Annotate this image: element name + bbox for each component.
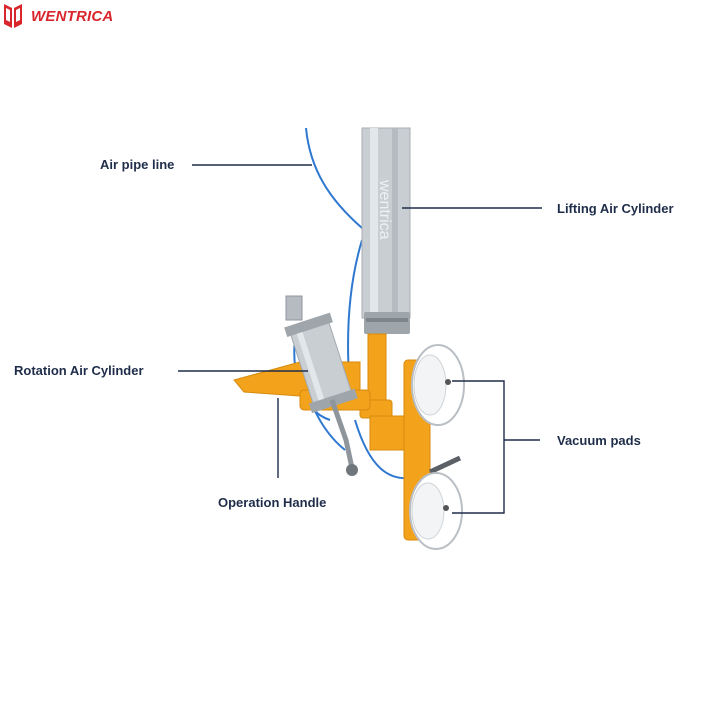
brand-name: WENTRICA	[31, 7, 114, 25]
cylinder-brand-text: wentrica	[376, 179, 393, 240]
brand-logo: WENTRICA	[2, 2, 113, 30]
label-air-pipe-line: Air pipe line	[100, 157, 175, 172]
label-vacuum-pads: Vacuum pads	[557, 433, 641, 448]
label-operation-handle: Operation Handle	[218, 495, 327, 510]
label-rotation-air-cylinder: Rotation Air Cylinder	[14, 363, 144, 378]
leader-vacuum-pads	[452, 380, 540, 514]
leader-lines	[178, 164, 542, 514]
lifting-air-cylinder: wentrica	[361, 127, 411, 334]
vacuum-pad-lower	[409, 472, 463, 550]
label-lifting-air-cylinder: Lifting Air Cylinder	[557, 201, 674, 216]
rotation-air-cylinder	[284, 295, 358, 414]
side-grip	[428, 455, 462, 475]
vacuum-pad-upper	[411, 344, 465, 426]
logo-mark-icon	[4, 4, 22, 28]
operation-handle	[329, 399, 358, 476]
